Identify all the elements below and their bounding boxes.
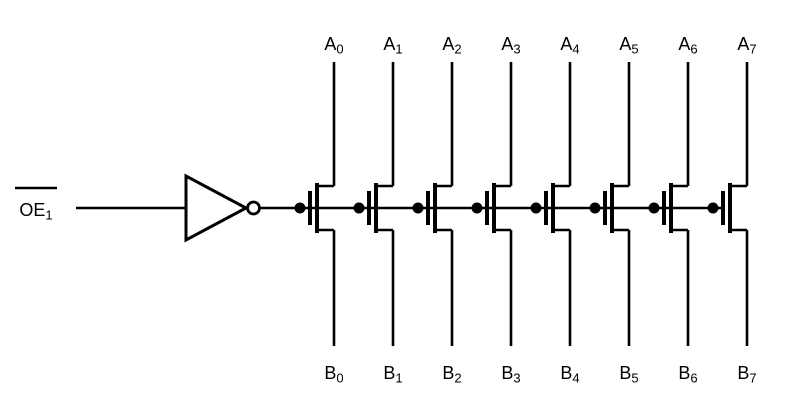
junction-dot [707, 202, 719, 214]
junction-dot [412, 202, 424, 214]
junction-dot [530, 202, 542, 214]
enable-input: OE1 [15, 186, 186, 223]
channel-top-label: A2 [442, 34, 461, 57]
channel-top-label: A1 [383, 34, 402, 57]
channel-top-label: A4 [560, 34, 579, 57]
channel-top-label: A7 [737, 34, 756, 57]
channel-bottom-label: B0 [324, 363, 343, 386]
junction-dot [589, 202, 601, 214]
channel-top-label: A0 [324, 34, 343, 57]
channel-top-label: A6 [678, 34, 697, 57]
channel-bottom-label: B4 [560, 363, 579, 386]
enable-label: OE1 [19, 200, 52, 223]
inverter [184, 173, 261, 243]
channel-bottom-label: B6 [678, 363, 697, 386]
channel-bottom-label: B1 [383, 363, 402, 386]
junction-dot [294, 202, 306, 214]
channel-bottom-label: B3 [501, 363, 520, 386]
channel-top-label: A3 [501, 34, 520, 57]
junction-dot [471, 202, 483, 214]
inverter-triangle [184, 173, 250, 243]
channel-bottom-label: B7 [737, 363, 756, 386]
channel-top-label: A5 [619, 34, 638, 57]
inverter-bubble [246, 200, 261, 216]
junction-dot [648, 202, 660, 214]
channel-bottom-label: B2 [442, 363, 461, 386]
junction-dot [353, 202, 365, 214]
channel-bottom-label: B5 [619, 363, 638, 386]
